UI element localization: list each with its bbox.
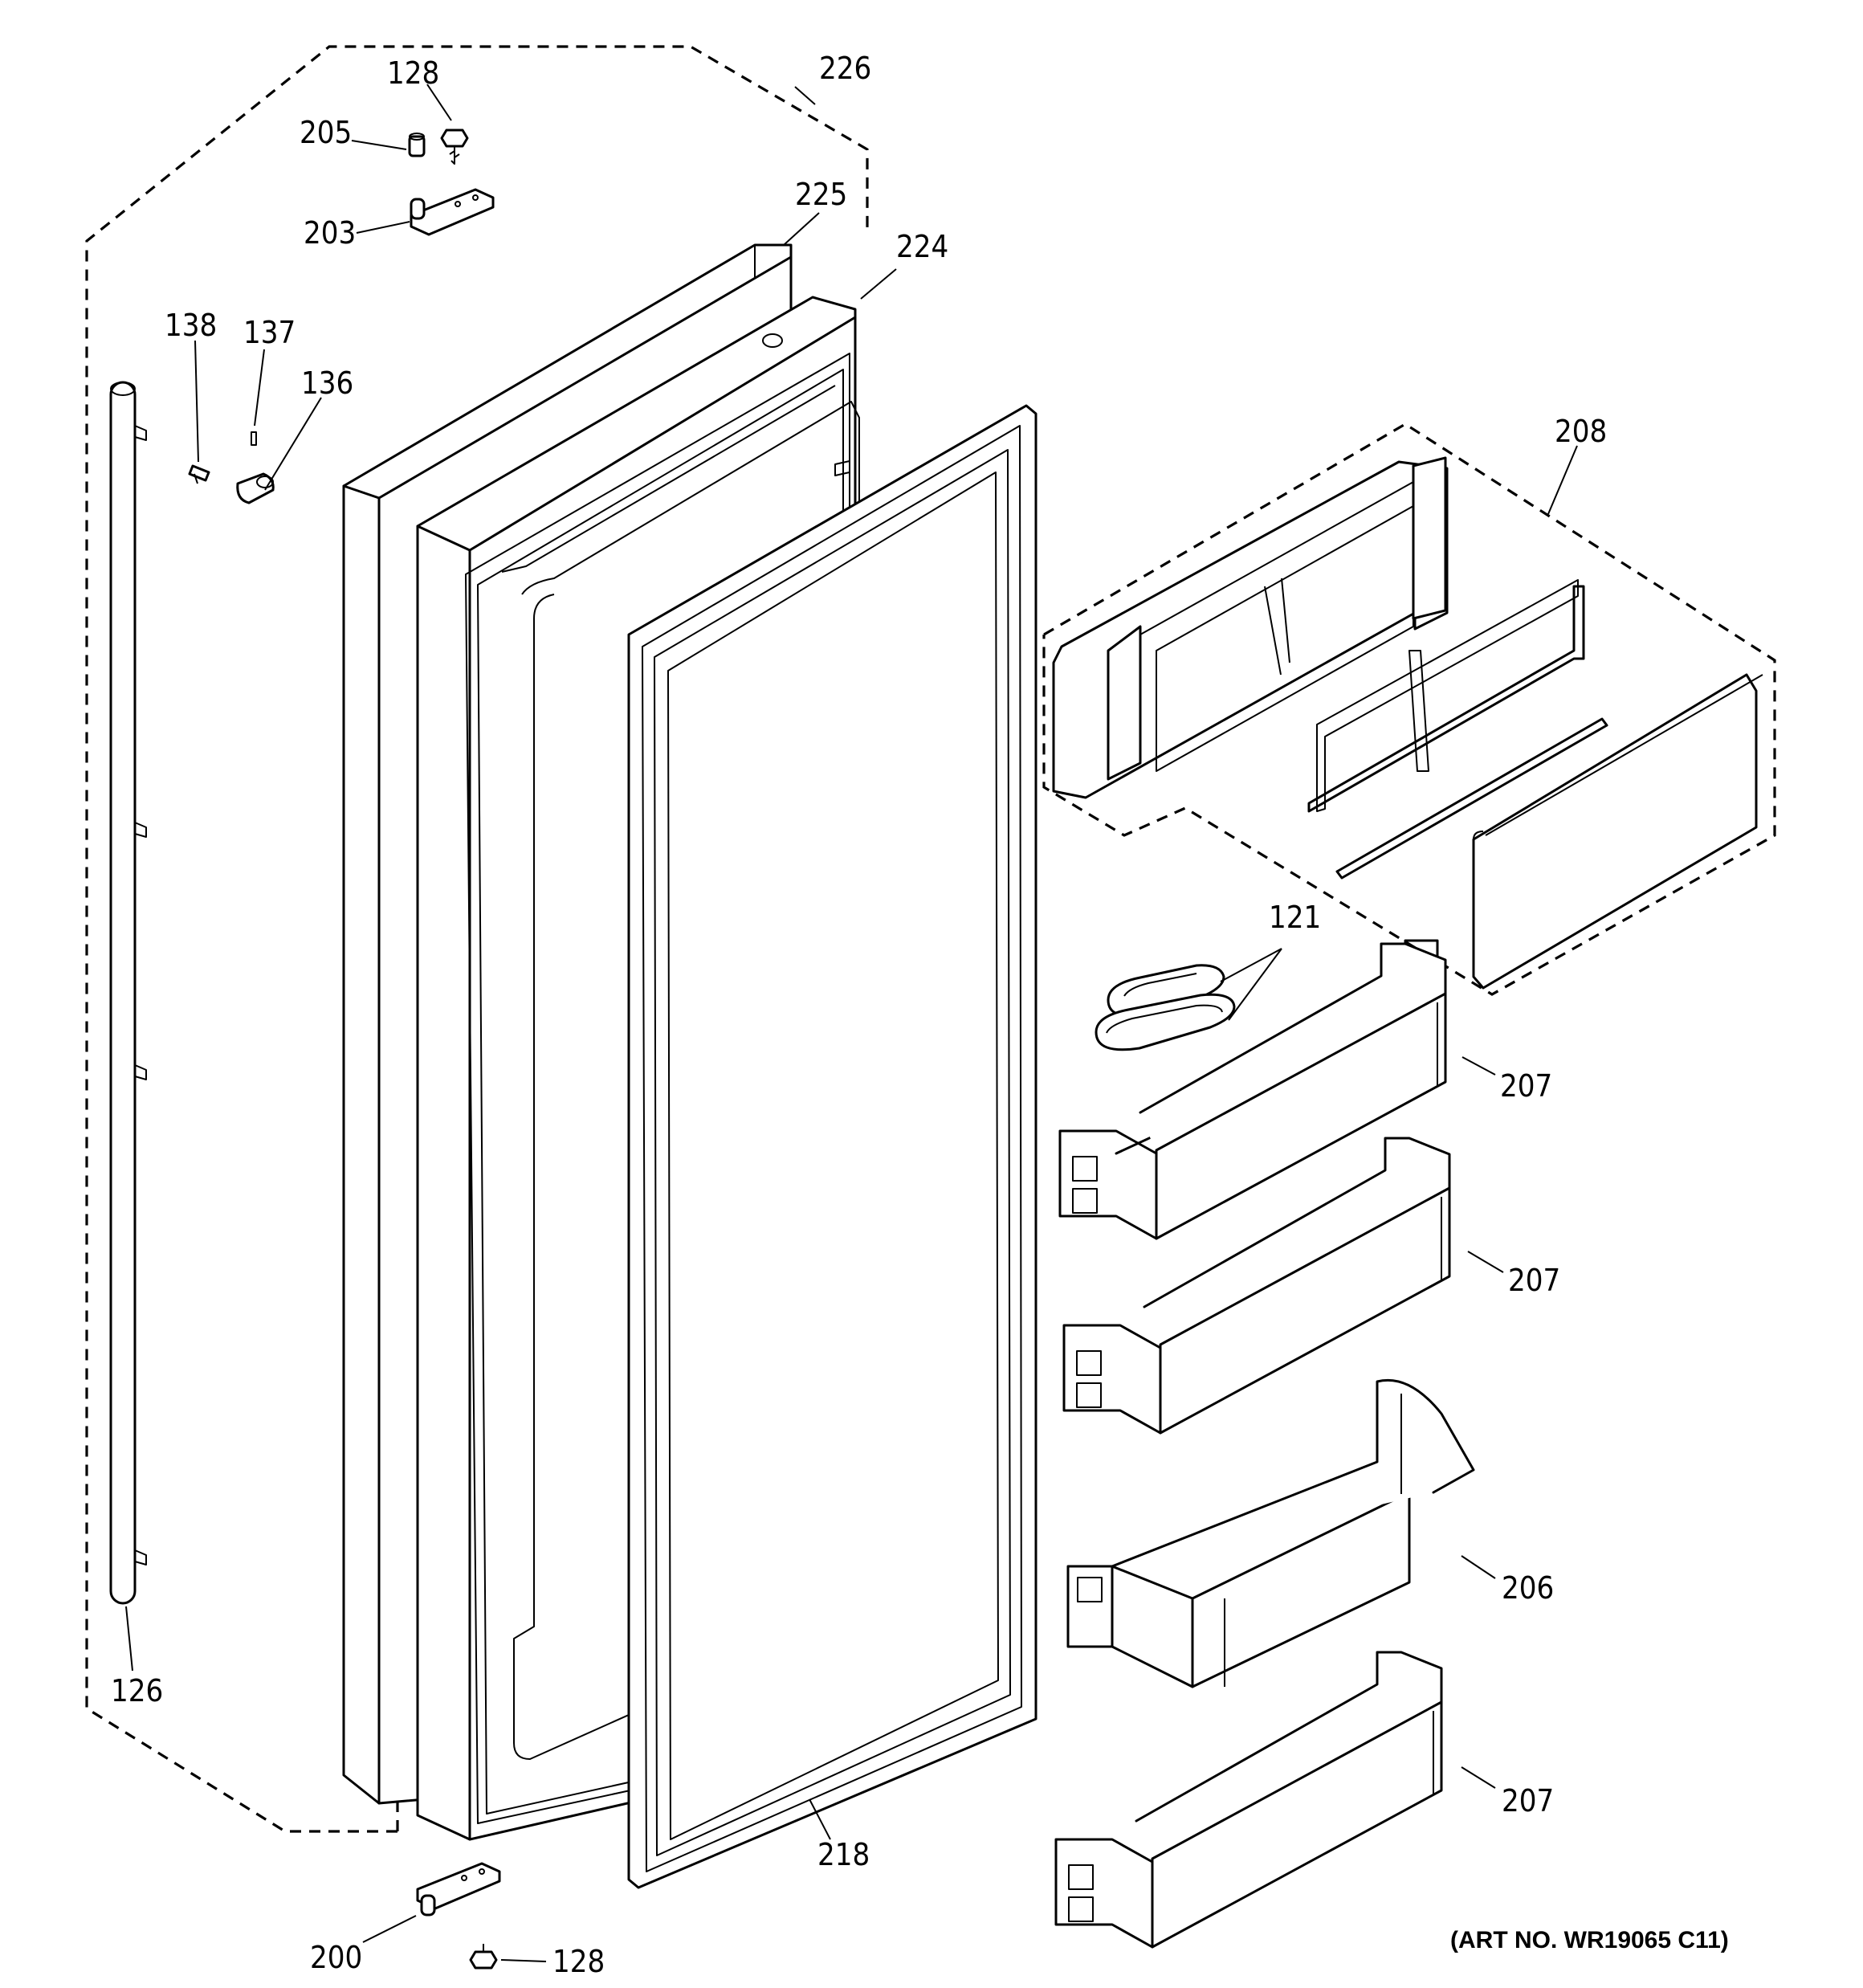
callout-206: 206 (1502, 1570, 1554, 1606)
hinge-pin-205 (408, 133, 426, 157)
door-bin-207-c (1054, 1651, 1443, 1949)
door-gasket-218 (627, 404, 1037, 1889)
callout-128-top: 128 (387, 55, 439, 91)
leader-lines (125, 84, 1578, 1962)
callout-labels: 226 128 205 225 203 224 138 137 136 208 … (111, 51, 1729, 1979)
handle-mount-136 (236, 472, 275, 504)
door-bin-207-a (1058, 939, 1447, 1240)
callout-226: 226 (819, 51, 871, 86)
screw-128-top (440, 129, 469, 165)
door-bin-207-b (1062, 1137, 1451, 1435)
screw-128-bottom (469, 1944, 498, 1970)
screw-138 (188, 464, 210, 484)
bottom-hinge-200 (416, 1862, 501, 1917)
callout-218: 218 (817, 1837, 870, 1872)
art-number: (ART NO. WR19065 C11) (1450, 1927, 1729, 1953)
callout-207-b: 207 (1508, 1263, 1560, 1298)
callout-205: 205 (300, 115, 352, 150)
egg-trays-121 (1095, 964, 1236, 1051)
callout-224: 224 (896, 229, 948, 264)
callout-128-bottom: 128 (552, 1944, 605, 1979)
crisper-drawer-208 (1052, 456, 1763, 990)
callout-203: 203 (304, 215, 356, 251)
callout-208: 208 (1555, 414, 1607, 449)
callout-207-a: 207 (1500, 1068, 1552, 1104)
assembly-208-outline (1042, 423, 1776, 996)
top-hinge-203 (410, 188, 495, 236)
door-handle-126 (109, 381, 147, 1605)
callout-136: 136 (301, 365, 353, 401)
callout-200: 200 (310, 1940, 362, 1975)
door-bin-206 (1066, 1378, 1475, 1688)
callout-121: 121 (1269, 900, 1321, 935)
callout-225: 225 (795, 177, 847, 212)
callout-207-c: 207 (1502, 1783, 1554, 1819)
callout-138: 138 (165, 308, 217, 343)
callout-137: 137 (243, 315, 296, 350)
assembly-226-outline (85, 45, 869, 1833)
spring-137 (251, 431, 257, 446)
callout-126: 126 (111, 1673, 163, 1708)
